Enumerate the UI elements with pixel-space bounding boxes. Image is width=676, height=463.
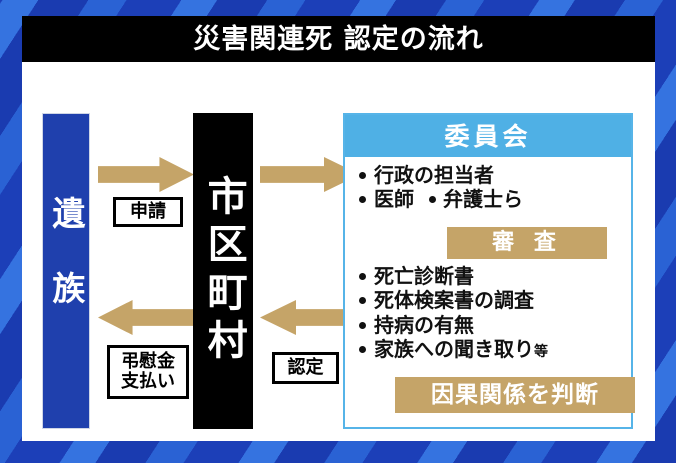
committee-review-items-list: 死亡診断書 死体検案書の調査 持病の有無 家族への聞き取り等 xyxy=(345,264,631,362)
committee-member-1: 医師 xyxy=(374,187,414,212)
review-item-1: 死体検案書の調査 xyxy=(374,288,534,313)
arrow-left-condolence-payment xyxy=(98,300,194,335)
title-bar: 災害関連死 認定の流れ xyxy=(22,16,655,62)
list-item: 医師 弁護士ら xyxy=(357,187,631,211)
label-application-text: 申請 xyxy=(130,200,166,222)
review-item-0: 死亡診断書 xyxy=(374,263,474,288)
label-condolence-payment-line1: 弔慰金 xyxy=(121,350,175,372)
committee-member-0: 行政の担当者 xyxy=(374,163,494,187)
label-condolence-payment: 弔慰金 支払い xyxy=(107,345,189,399)
page-title: 災害関連死 認定の流れ xyxy=(193,23,484,55)
column-municipality: 市区町村 xyxy=(193,113,253,429)
committee-header: 委員会 xyxy=(345,115,631,157)
committee-member-2: 弁護士ら xyxy=(421,187,523,211)
review-item-2: 持病の有無 xyxy=(374,312,474,337)
banner-review: 審 査 xyxy=(447,227,607,259)
flow-diagram: 遺族 申請 弔慰金 支払い 市区町村 認定 xyxy=(22,62,655,441)
column-municipality-label: 市区町村 xyxy=(200,175,247,367)
infographic-card: 災害関連死 認定の流れ 遺族 申請 弔慰金 支払い 市区町村 xyxy=(22,16,655,441)
column-bereaved-family-label: 遺族 xyxy=(46,196,86,346)
banner-judgement: 因果関係を判断 xyxy=(395,377,635,413)
label-condolence-payment-line2: 支払い xyxy=(121,371,175,392)
list-item: 死体検案書の調査 xyxy=(357,288,631,312)
committee-title: 委員会 xyxy=(444,121,532,151)
label-approval: 認定 xyxy=(272,352,339,384)
committee-members-list: 行政の担当者 医師 弁護士ら xyxy=(345,163,631,212)
label-application: 申請 xyxy=(113,197,183,227)
label-approval-text: 認定 xyxy=(287,356,324,378)
list-item: 持病の有無 xyxy=(357,313,631,337)
review-item-3: 家族への聞き取り xyxy=(374,336,534,361)
column-bereaved-family: 遺族 xyxy=(42,113,90,429)
committee-body: 行政の担当者 医師 弁護士ら 審 査 死亡診断書 死体検案書の調 xyxy=(345,157,635,413)
list-item: 行政の担当者 xyxy=(357,163,631,187)
list-item: 死亡診断書 xyxy=(357,264,631,288)
arrow-right-application xyxy=(98,157,194,192)
list-item: 家族への聞き取り等 xyxy=(357,337,631,361)
review-items-suffix: 等 xyxy=(534,343,548,360)
panel-committee: 委員会 行政の担当者 医師 弁護士ら 審 査 xyxy=(343,113,635,429)
